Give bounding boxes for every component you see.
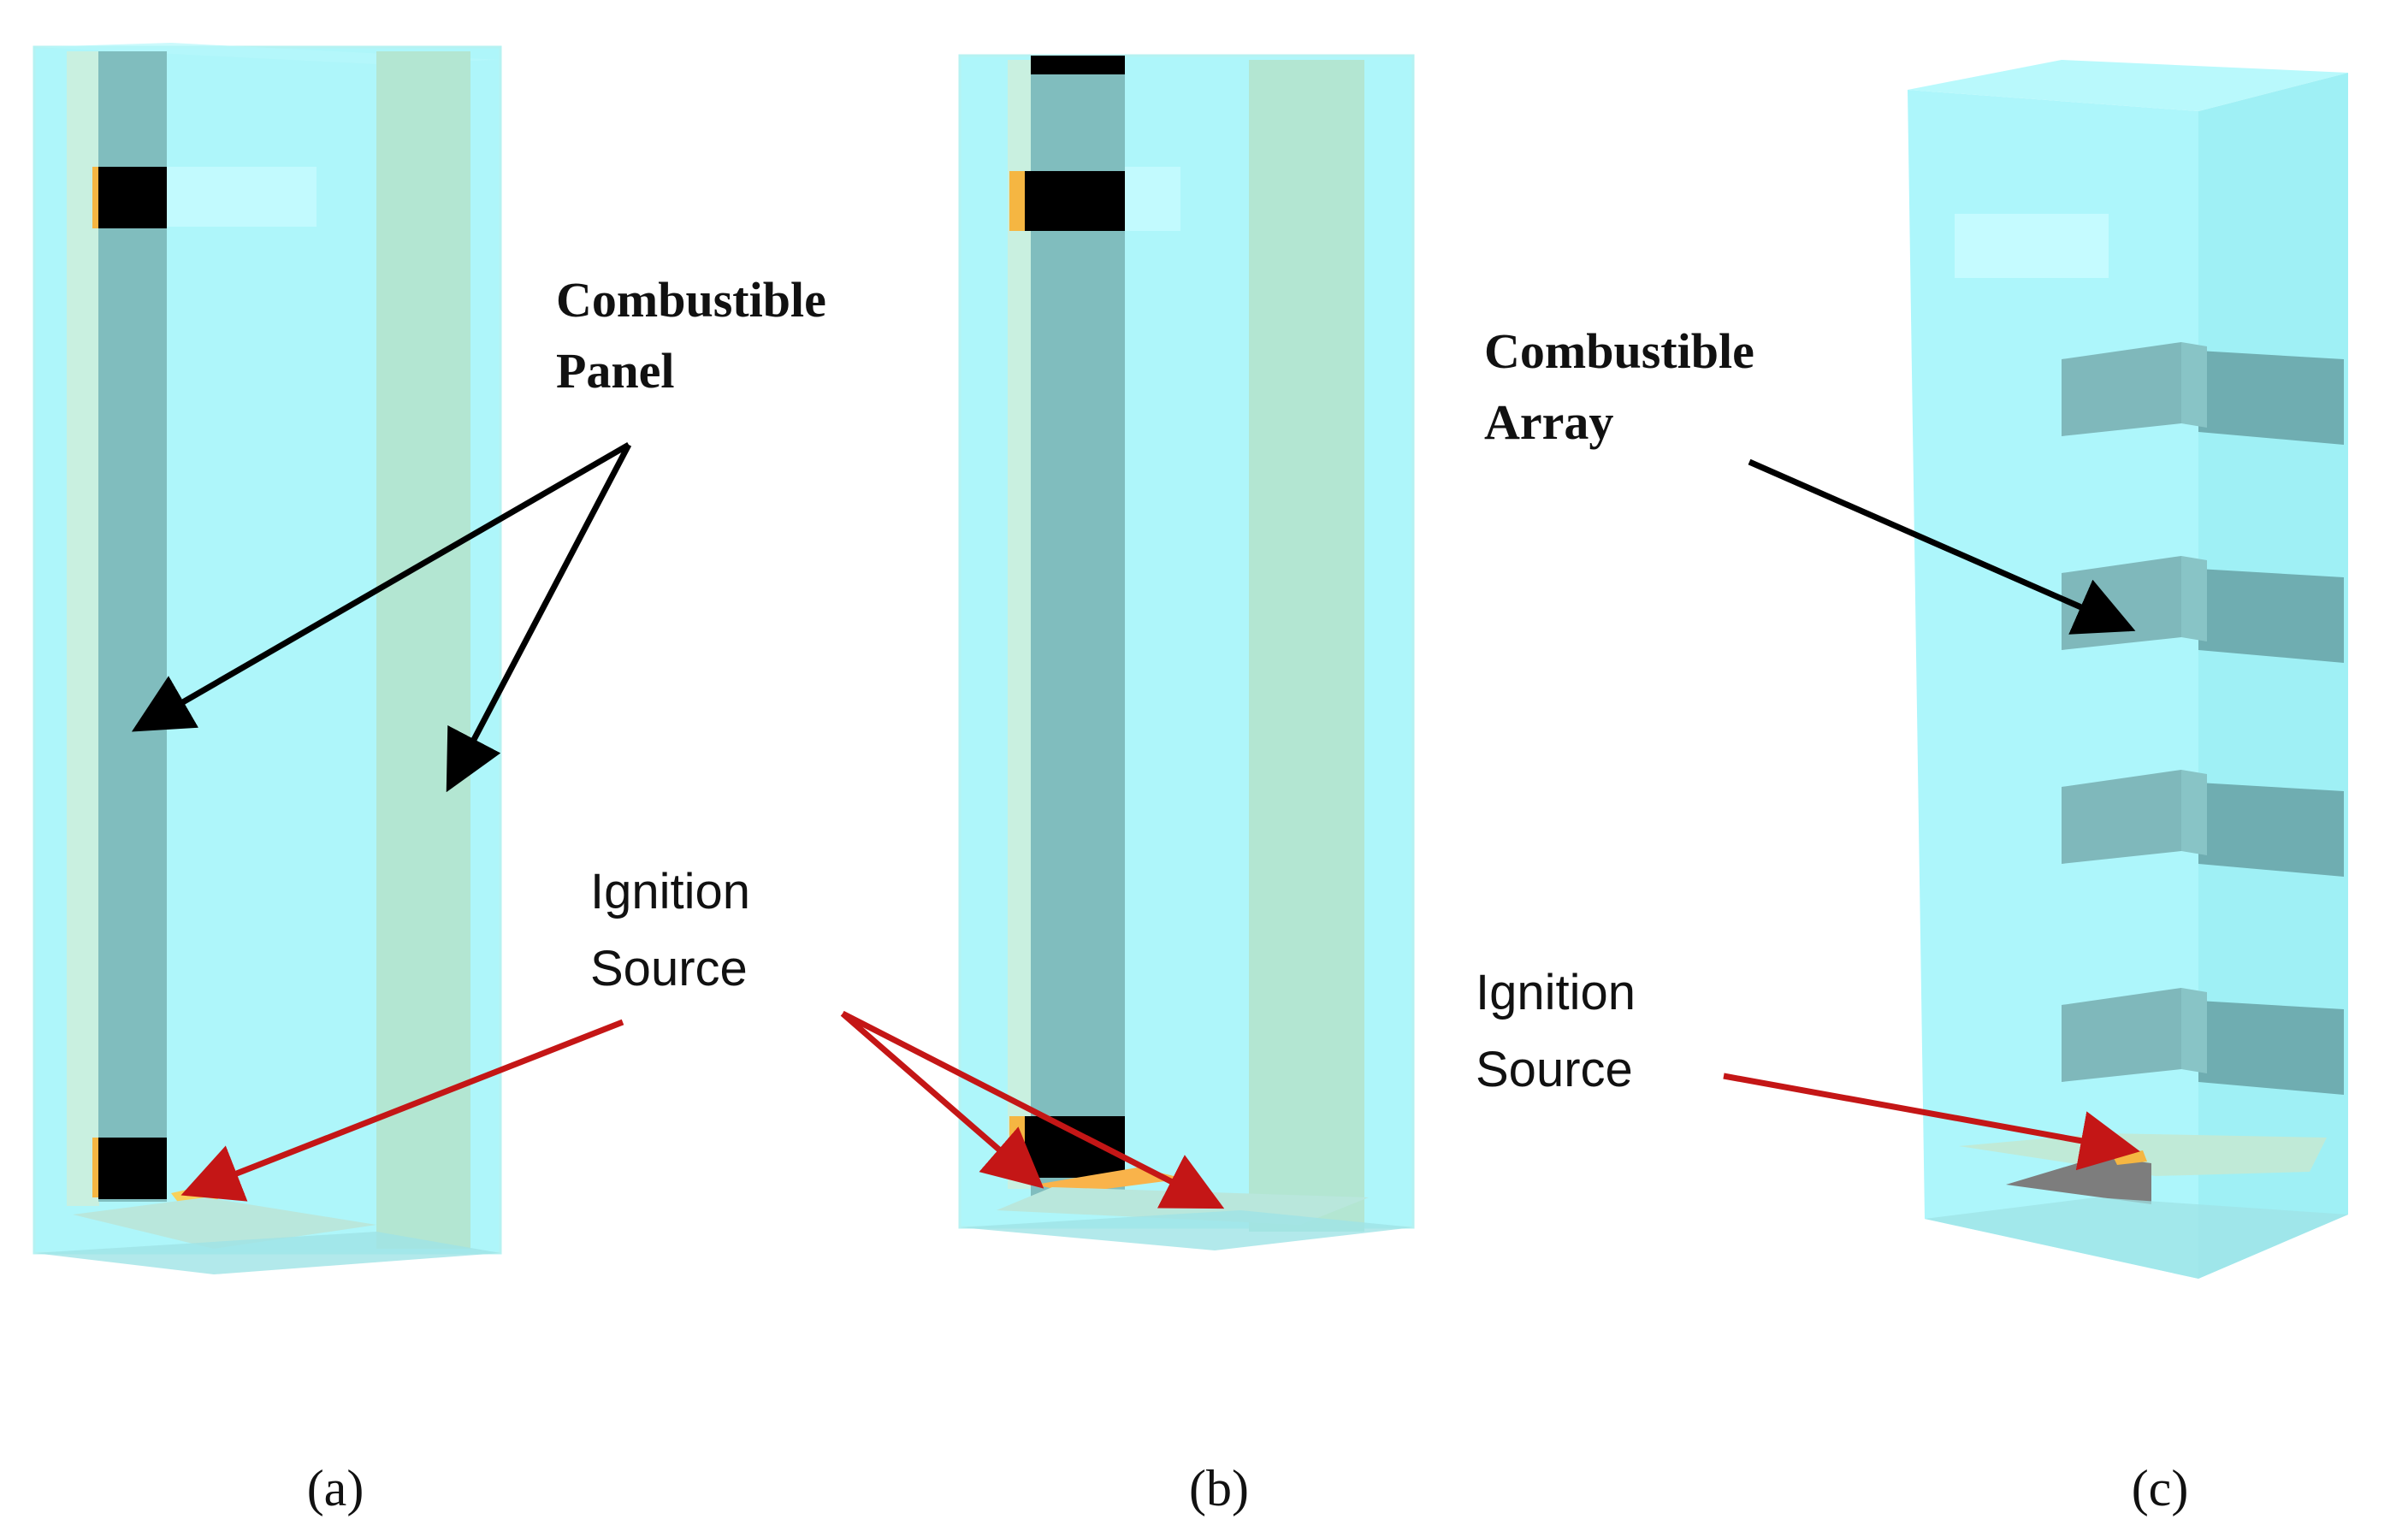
arrow-ignition-a [180,1019,624,1202]
model-a-upper-burner [98,167,167,228]
model-b-top-burner [1031,56,1125,74]
model-b-bottom [960,1210,1413,1250]
model-b [958,54,1415,1250]
model-a-lower-burner [98,1138,167,1199]
arrow-ignition-b-2 [841,1010,1225,1209]
model-b-left-strip [1008,60,1033,1189]
combustible-panel-right [376,51,470,1249]
model-a-upper-vent [167,167,317,227]
model-a [33,43,502,1274]
combustible-panel-b-left [1031,60,1125,1197]
label-ignition-source-a-line2: Source [590,941,748,996]
label-combustible-array-line2: Array [1484,394,1613,450]
label-combustible-array-line1: Combustible [1484,323,1754,379]
model-b-upper-orange [1009,171,1025,231]
arrow-ignition-c [1723,1073,2140,1171]
combustible-panel-left [98,51,167,1202]
arrow-ignition-b-1 [840,1011,1044,1189]
model-b-upper-burner [1025,171,1125,231]
arrow-array [1748,458,2136,635]
combustible-array [2062,342,2344,1095]
model-c-vent [1955,214,2109,278]
model-b-upper-vent [1125,167,1180,231]
caption-c: (c) [2132,1460,2189,1516]
caption-b: (b) [1189,1460,1249,1516]
combustible-panel-b-right [1249,60,1364,1232]
model-c-bottom [1925,1197,2348,1279]
label-combustible-panel-line1: Combustible [556,272,826,328]
array-row-1 [2062,342,2344,445]
label-ignition-source-c-line1: Ignition [1476,965,1636,1020]
model-c [1908,60,2348,1279]
array-row-3 [2062,770,2344,877]
label-ignition-source-a-line1: Ignition [590,864,750,919]
label-ignition-source-c-line2: Source [1476,1042,1633,1097]
model-a-left-strip [67,51,99,1206]
label-combustible-panel-line2: Panel [556,343,675,399]
annotation-arrows [131,441,2140,1209]
arrow-panel-to-right [446,443,632,793]
model-c-side-face [2198,73,2348,1279]
array-row-4 [2062,988,2344,1095]
model-a-bottom [34,1232,500,1274]
caption-a: (a) [307,1460,364,1516]
model-c-top-face [1908,60,2348,111]
model-b-ignition-glow [1035,1167,1185,1193]
arrow-panel-to-left [131,441,630,732]
model-a-floor [73,1197,376,1249]
